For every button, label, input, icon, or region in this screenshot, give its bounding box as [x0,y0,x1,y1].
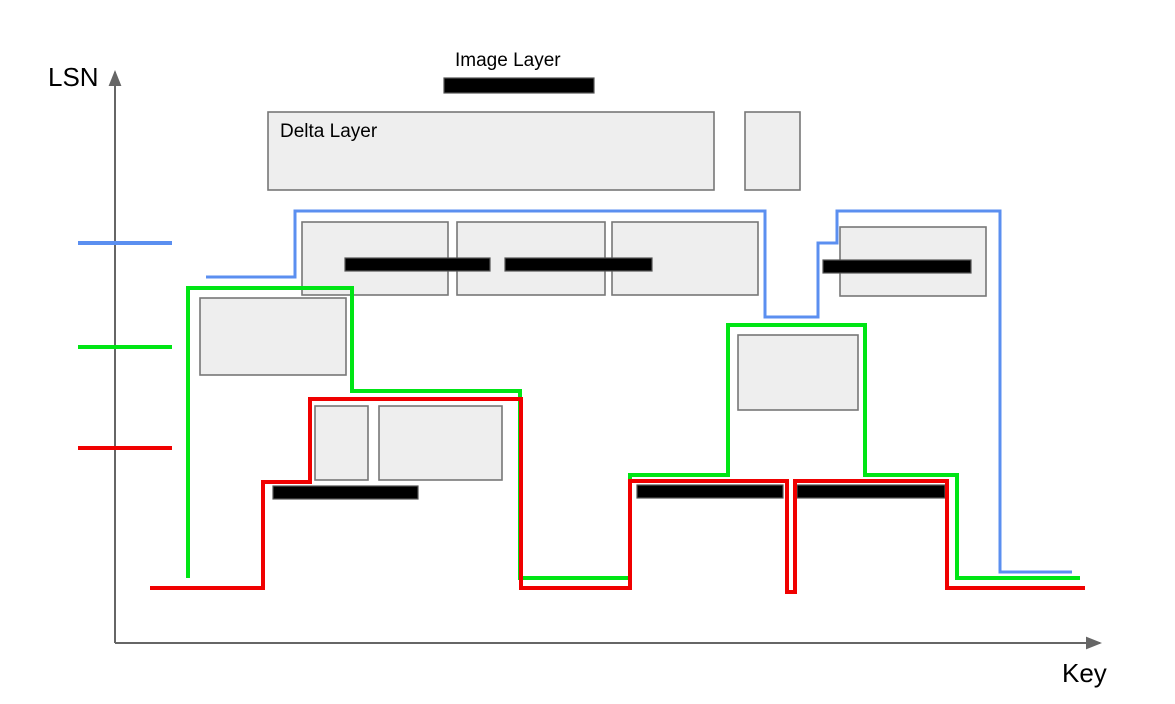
image-layer-label: Image Layer [455,50,561,71]
blue-bar-3 [822,259,972,274]
green-boundary [186,286,1080,580]
blue-box-3 [611,221,759,296]
x-axis-label: Key [1062,658,1107,688]
red-bar-1 [272,485,419,500]
delta-layer-box [267,111,715,191]
y-axis-label: LSN [48,62,99,92]
green-box-2 [737,334,859,411]
red-box-2 [378,405,503,481]
green-box-1 [199,297,347,376]
blue-bar-1 [344,257,491,272]
red-bar-3 [796,484,946,499]
red-boundary [150,397,1085,594]
legend-ticks-group [78,241,172,450]
boxes-group [199,111,987,481]
blue-boundary [206,209,1072,574]
red-bar-2 [636,484,784,499]
image-layer-bar [443,77,595,94]
axes-group [108,70,1102,650]
blue-bar-2 [504,257,653,272]
boundaries-group [150,209,1085,594]
delta-layer-label: Delta Layer [280,121,378,142]
delta-layer-box-small [744,111,801,191]
red-box-1 [314,405,369,481]
